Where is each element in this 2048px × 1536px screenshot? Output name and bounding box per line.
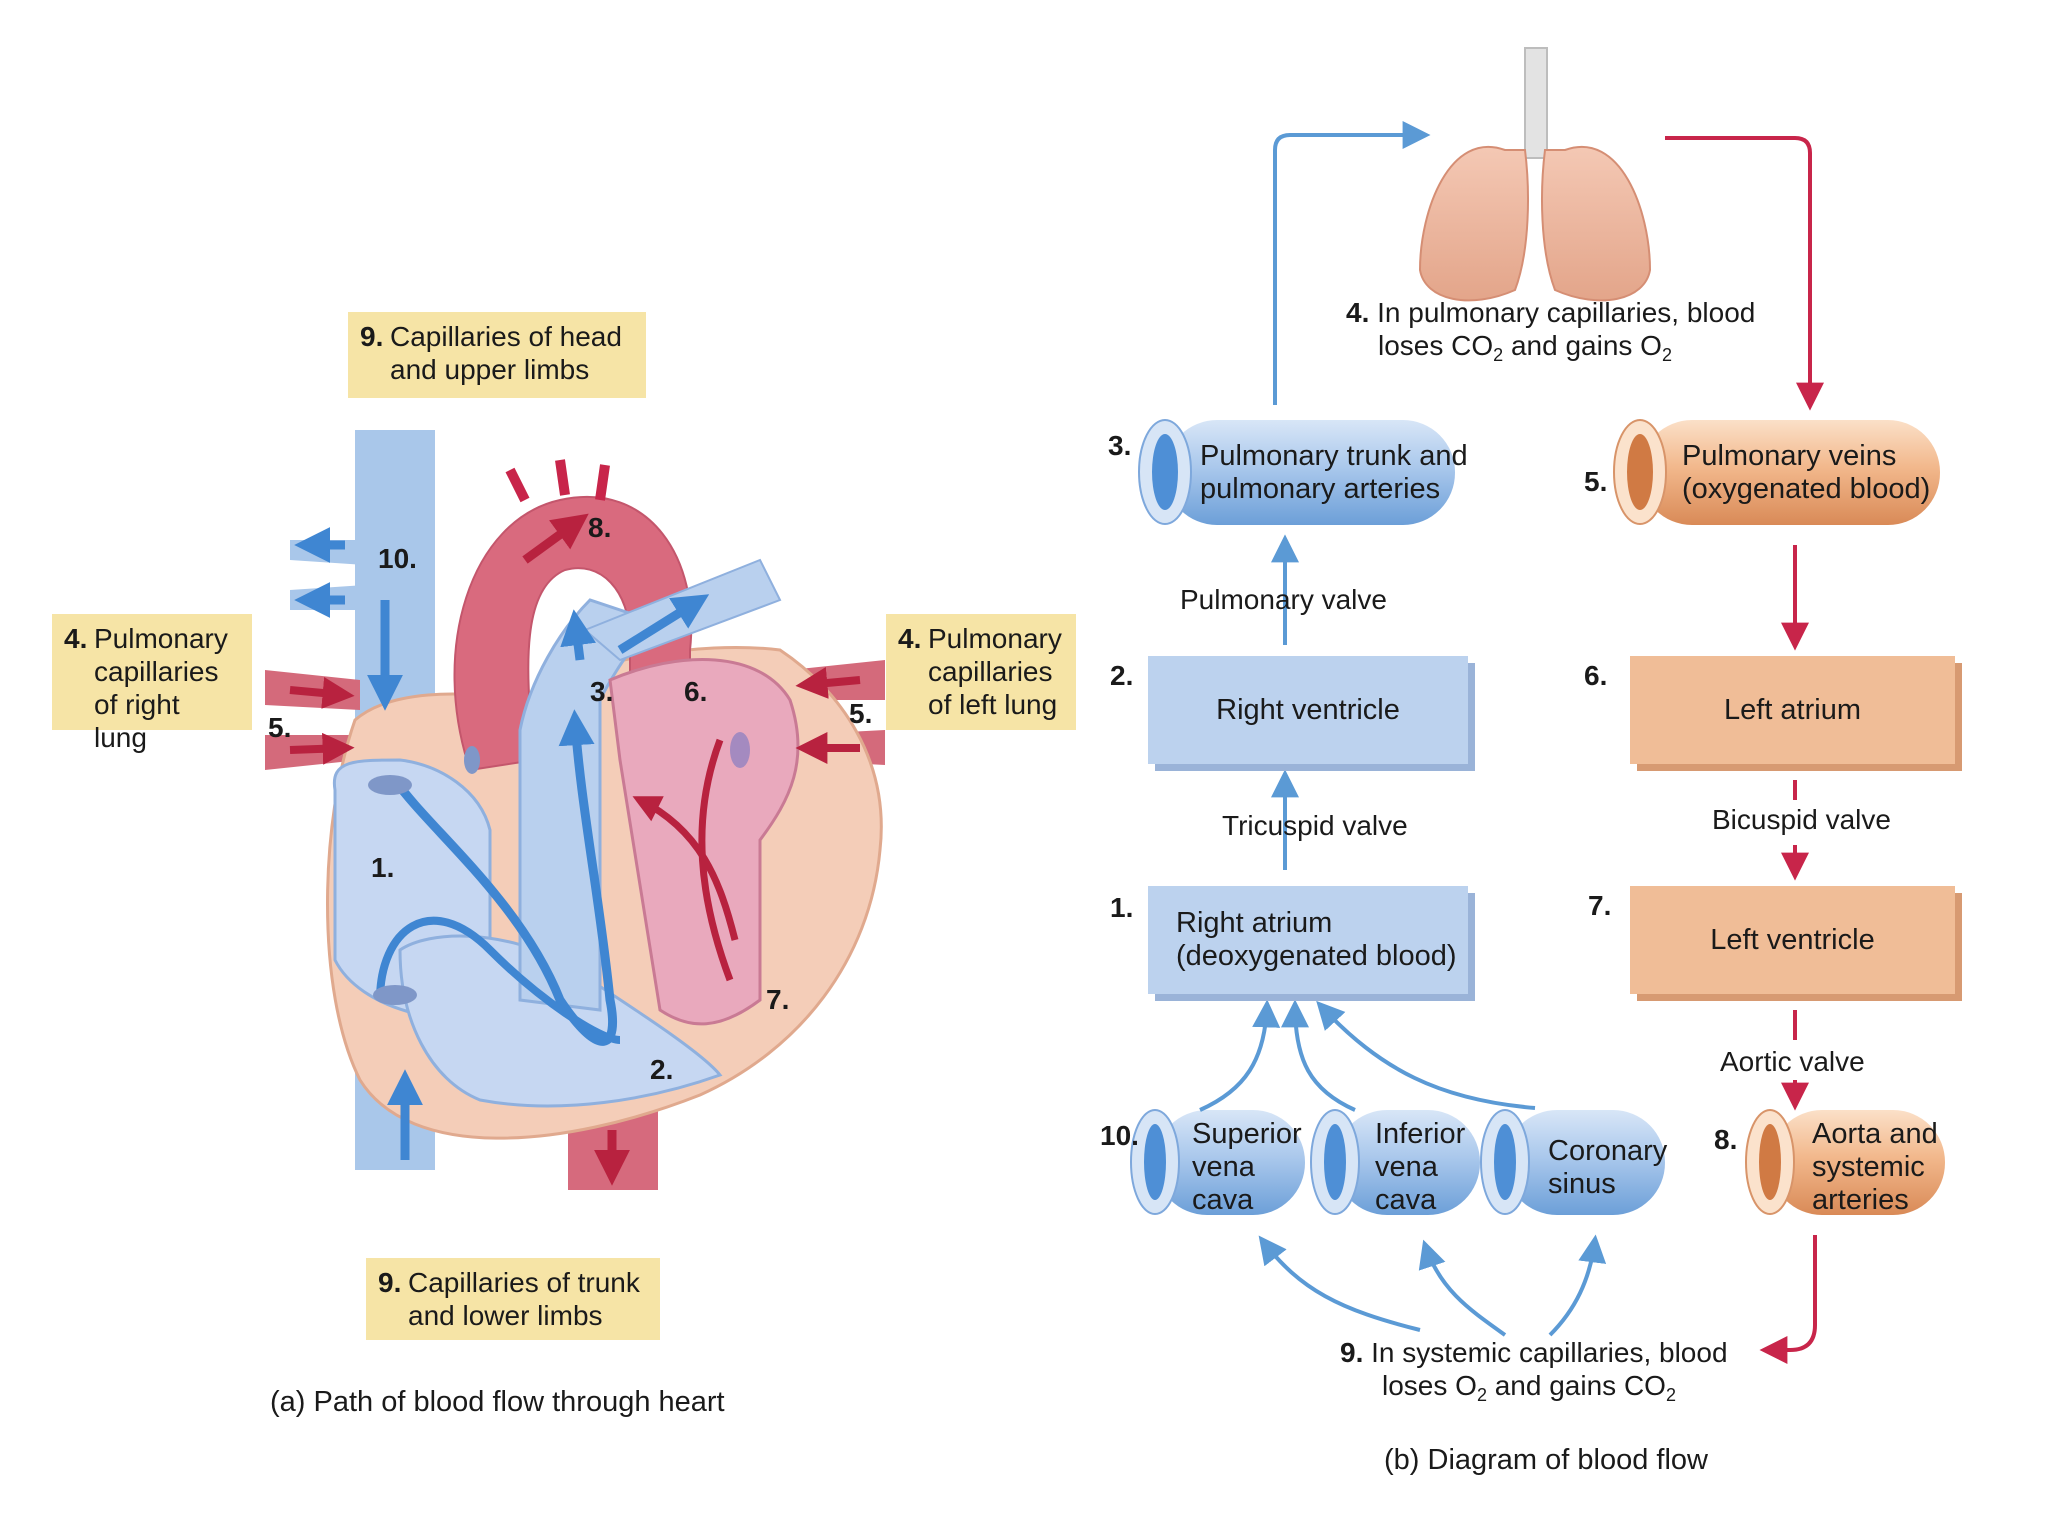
inferior-vena-cava-tube [1310,1109,1480,1215]
callout-left-lung-line2: capillaries [928,656,1053,687]
pulmonary-capillaries-line1: In pulmonary capillaries, blood [1377,297,1756,328]
callout-right-lung: 4. Pulmonary capillaries of right lung [52,614,252,753]
flow-number-3: 3. [1108,430,1132,461]
flow-number-6: 6. [1584,660,1608,691]
callout-left-lung-line3: of left lung [928,689,1058,720]
pulmonary-capillaries-line2-b: and gains O [1503,330,1662,361]
aorta-line1: Aorta and [1812,1118,1938,1150]
heart-label-8: 8. [588,512,612,543]
heart-label-10: 10. [378,543,417,574]
callout-trunk-line2: and lower limbs [408,1300,603,1331]
tricuspid-valve-label: Tricuspid valve [1222,810,1408,841]
right-atrium-line2: (deoxygenated blood) [1176,940,1457,972]
co2-subscript: 2 [1493,345,1504,365]
systemic-capillaries-number: 9. [1340,1337,1364,1368]
heart-label-5-right: 5. [849,698,873,729]
caption-b: (b) Diagram of blood flow [1384,1444,1708,1476]
aorta-line2: systemic [1812,1151,1925,1183]
heart-label-6: 6. [684,676,708,707]
flow-number-10: 10. [1100,1120,1139,1151]
callout-trunk-number: 9. [378,1267,402,1298]
blue-flow-arrows [1199,121,1607,1337]
callout-right-lung-line1: Pulmonary [94,623,228,654]
pulmonary-trunk-line1: Pulmonary trunk and [1200,440,1468,472]
callout-left-lung-line1: Pulmonary [928,623,1062,654]
pulmonary-trunk-tube [1138,419,1455,525]
ivc-line3: cava [1375,1184,1437,1216]
pulmonary-trunk-line2: pulmonary arteries [1200,473,1441,505]
svc-line2: vena [1192,1151,1255,1183]
callout-right-lung-line2: capillaries [94,656,219,687]
superior-vena-cava-tube [1130,1109,1305,1215]
heart-illustration [265,430,885,1190]
callout-right-lung-line3: of right lung [94,689,180,753]
systemic-capillaries-text: 9. In systemic capillaries, blood loses … [1340,1336,1728,1405]
cs-line2: sinus [1548,1168,1616,1200]
systemic-capillaries-line2-b: and gains CO [1486,1370,1666,1401]
aorta-line3: arteries [1812,1184,1909,1216]
right-ventricle-label: Right ventricle [1216,693,1400,726]
flow-number-5: 5. [1584,466,1608,497]
flow-number-8: 8. [1714,1124,1738,1155]
right-ventricle-box: Right ventricle [1148,656,1468,764]
cs-line1: Coronary [1548,1135,1668,1167]
pulmonary-capillaries-number: 4. [1346,297,1370,328]
flow-number-2: 2. [1110,660,1134,691]
aorta-tube [1745,1109,1945,1215]
pulmonary-veins-label: Pulmonary veins(oxygenated blood) [1682,440,1930,506]
heart-label-1: 1. [371,852,395,883]
callout-trunk-line1: Capillaries of trunk [408,1267,640,1298]
right-atrium-box: Right atrium(deoxygenated blood) [1148,886,1468,994]
left-atrium-box: Left atrium [1630,656,1955,764]
co2-subscript-systemic: 2 [1665,1385,1676,1405]
callout-head-line1: Capillaries of head [390,321,622,352]
ivc-line1: Inferior [1375,1118,1466,1150]
left-ventricle-box: Left ventricle [1630,886,1955,994]
pulmonary-capillaries-text: 4. In pulmonary capillaries, blood loses… [1346,296,1756,365]
flow-number-7: 7. [1588,890,1612,921]
svc-line3: cava [1192,1184,1254,1216]
caption-a: (a) Path of blood flow through heart [270,1386,725,1418]
flow-number-1: 1. [1110,892,1134,923]
heart-label-7: 7. [766,984,790,1015]
bicuspid-valve-label: Bicuspid valve [1712,804,1891,835]
o2-subscript-systemic: 2 [1476,1385,1487,1405]
callout-left-lung-number: 4. [898,623,922,654]
callout-right-lung-number: 4. [64,623,88,654]
lungs-illustration [1418,47,1652,302]
left-atrium-label: Left atrium [1724,693,1861,726]
heart-label-3: 3. [590,676,614,707]
callout-trunk-capillaries: 9. Capillaries of trunk and lower limbs [366,1258,660,1340]
callout-left-lung: 4. Pulmonary capillaries of left lung [886,614,1076,730]
pulmonary-valve-label: Pulmonary valve [1180,584,1387,615]
right-atrium-line1: Right atrium [1176,907,1333,939]
aortic-valve-label: Aortic valve [1720,1046,1865,1077]
red-flow-arrows [1665,136,1824,1364]
heart-label-5-left: 5. [268,712,292,743]
coronary-sinus-tube [1480,1109,1665,1215]
heart-label-2: 2. [650,1054,674,1085]
callout-head-capillaries: 9. Capillaries of head and upper limbs [348,312,646,398]
pulmonary-veins-tube [1613,419,1940,525]
systemic-capillaries-line1: In systemic capillaries, blood [1371,1337,1728,1368]
callout-head-number: 9. [360,321,384,352]
right-ventricle-chamber [398,934,723,1108]
left-ventricle-label: Left ventricle [1710,923,1875,956]
ivc-line2: vena [1375,1151,1438,1183]
o2-subscript: 2 [1661,345,1672,365]
callout-head-line2: and upper limbs [390,354,590,385]
pulmonary-capillaries-line2-a: loses CO [1378,330,1494,361]
pulmonary-veins-line2: (oxygenated blood) [1682,473,1931,505]
pulmonary-veins-line1: Pulmonary veins [1682,440,1897,472]
systemic-capillaries-line2-a: loses O [1382,1370,1477,1401]
svc-line1: Superior [1192,1118,1302,1150]
